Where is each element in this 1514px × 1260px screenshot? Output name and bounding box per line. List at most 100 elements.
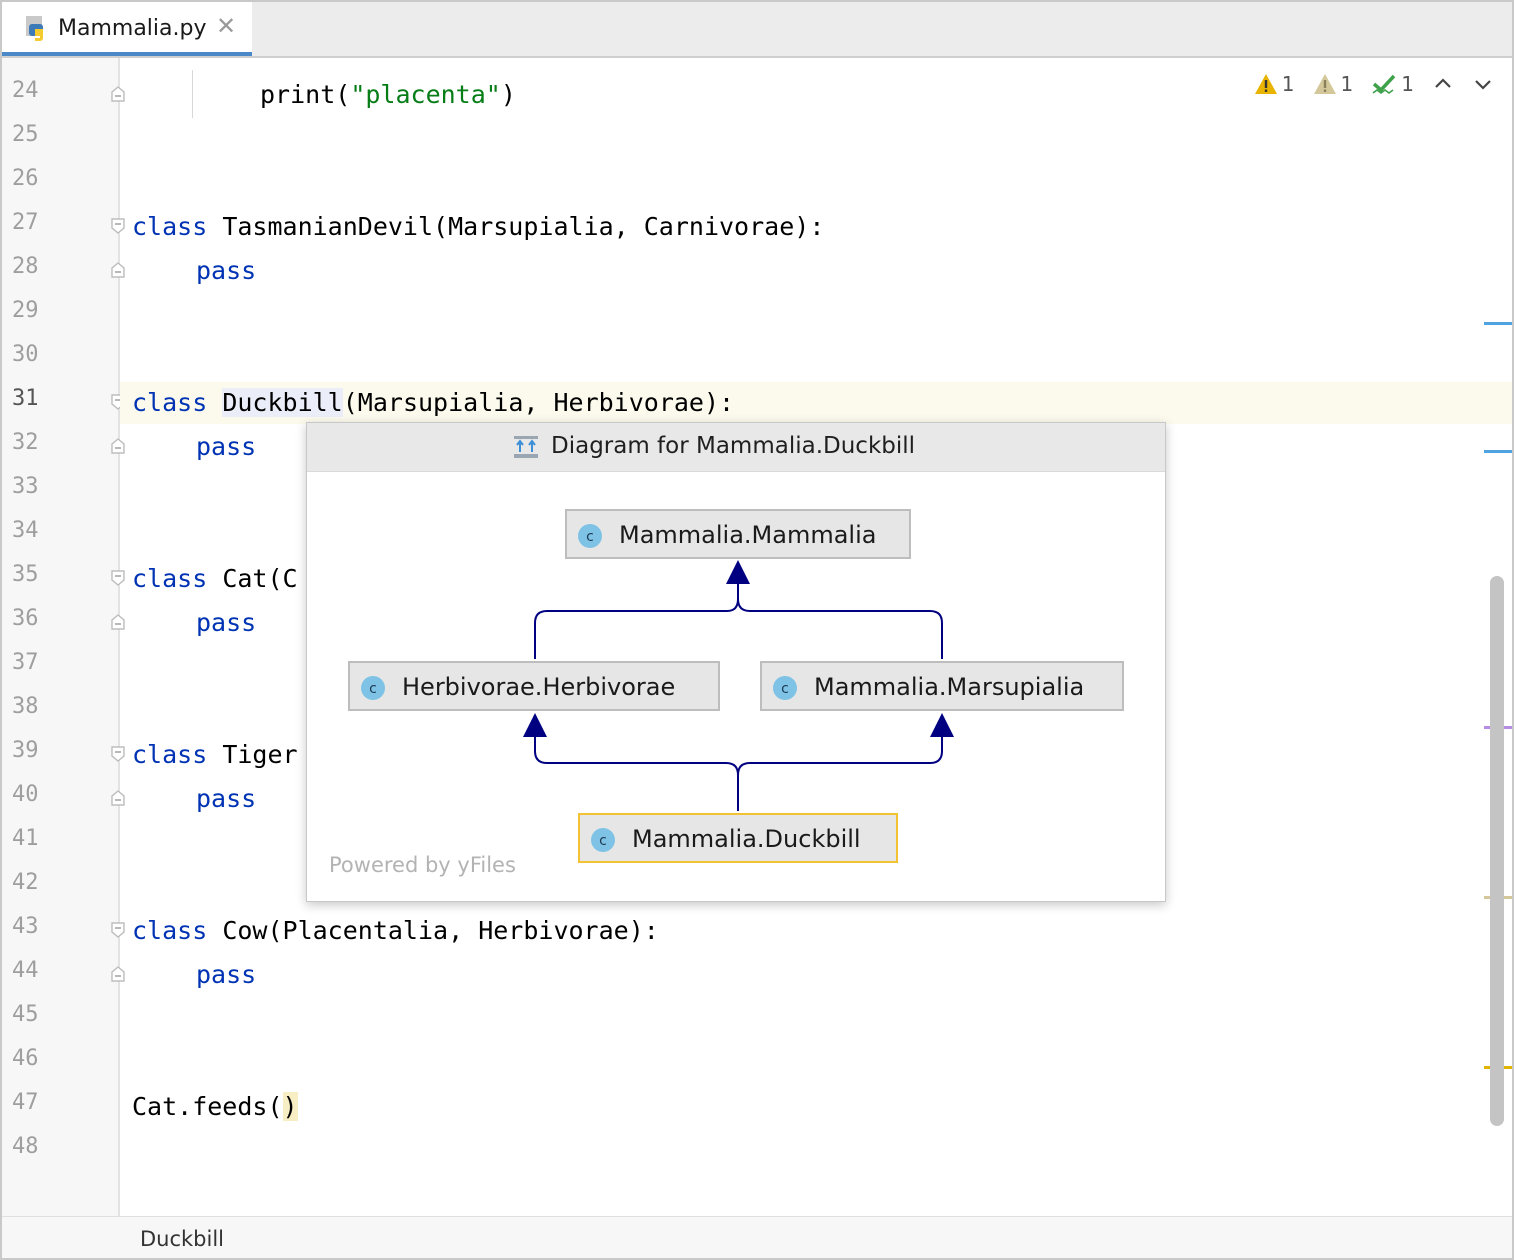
identifier-highlight: Duckbill xyxy=(222,388,342,417)
diagram-popup[interactable]: Diagram for Mammalia.Duckbill c Mammalia… xyxy=(306,422,1166,902)
code-line-28: pass xyxy=(196,256,256,286)
close-tab-icon[interactable]: ✕ xyxy=(216,12,236,40)
token: Cat(C xyxy=(207,564,297,593)
keyword-token: class xyxy=(132,916,207,945)
code-line-32: pass xyxy=(196,432,256,462)
error-count-value: 1 xyxy=(1282,72,1295,96)
keyword-token: class xyxy=(132,564,207,593)
line-number: 32 xyxy=(12,430,52,455)
line-number: 47 xyxy=(12,1090,52,1115)
code-line-47: Cat.feeds() xyxy=(132,1092,298,1122)
token: TasmanianDevil(Marsupialia, Carnivorae): xyxy=(207,212,824,241)
line-number: 34 xyxy=(12,518,52,543)
chevron-up-icon[interactable] xyxy=(1432,73,1454,95)
keyword-token: pass xyxy=(196,608,256,637)
line-number-gutter[interactable]: 24 25 26 27 28 29 30 31 32 33 34 35 36 3… xyxy=(2,58,120,1216)
node-label: Mammalia.Duckbill xyxy=(632,825,861,853)
tab-mammalia-py[interactable]: Mammalia.py ✕ xyxy=(2,2,252,56)
line-number: 25 xyxy=(12,122,52,147)
check-typo-icon xyxy=(1371,73,1397,95)
code-line-44: pass xyxy=(196,960,256,990)
class-icon-letter: c xyxy=(599,833,607,849)
token: ( xyxy=(335,80,350,109)
line-number: 29 xyxy=(12,298,52,323)
diagram-node-duckbill-selected[interactable]: c Mammalia.Duckbill xyxy=(578,813,898,863)
indent-guide xyxy=(192,70,193,118)
tab-bar: Mammalia.py ✕ xyxy=(2,2,1512,58)
code-line-24: print("placenta") xyxy=(260,80,516,110)
class-icon-letter: c xyxy=(781,681,789,697)
powered-by-label: Powered by yFiles xyxy=(329,853,516,877)
token: Cow(Placentalia, Herbivorae): xyxy=(207,916,659,945)
line-number: 35 xyxy=(12,562,52,587)
diagram-node-mammalia[interactable]: c Mammalia.Mammalia xyxy=(565,509,911,559)
line-number: 24 xyxy=(12,78,52,103)
typo-count[interactable]: 1 xyxy=(1371,72,1414,96)
inspection-widget[interactable]: 1 1 1 xyxy=(1254,72,1494,96)
string-token: "placenta" xyxy=(350,80,501,109)
error-count[interactable]: 1 xyxy=(1254,72,1295,96)
node-label: Herbivorae.Herbivorae xyxy=(402,673,675,701)
code-line-35: class Cat(C xyxy=(132,564,298,594)
scroll-marker-change[interactable] xyxy=(1484,450,1512,453)
keyword-token: class xyxy=(132,212,207,241)
code-line-39: class Tiger xyxy=(132,740,298,770)
token: ) xyxy=(501,80,516,109)
keyword-token: pass xyxy=(196,432,256,461)
line-number: 43 xyxy=(12,914,52,939)
class-icon-letter: c xyxy=(586,529,594,545)
line-number: 42 xyxy=(12,870,52,895)
code-line-27: class TasmanianDevil(Marsupialia, Carniv… xyxy=(132,212,824,242)
warning-count[interactable]: 1 xyxy=(1313,72,1354,96)
warning-count-value: 1 xyxy=(1341,72,1354,96)
diagram-node-marsupialia[interactable]: c Mammalia.Marsupialia xyxy=(760,661,1124,711)
class-icon: c xyxy=(590,827,616,853)
line-number: 44 xyxy=(12,958,52,983)
code-line-43: class Cow(Placentalia, Herbivorae): xyxy=(132,916,659,946)
python-file-icon xyxy=(22,14,50,42)
keyword-token: pass xyxy=(196,256,256,285)
edge-duckbill-to-herbivorae xyxy=(535,728,738,811)
keyword-token: pass xyxy=(196,960,256,989)
line-number: 46 xyxy=(12,1046,52,1071)
line-number: 45 xyxy=(12,1002,52,1027)
arrowhead-herbivorae xyxy=(523,713,547,737)
token: Cat.feeds( xyxy=(132,1092,283,1121)
weak-warning-icon xyxy=(1313,73,1337,95)
arrowhead-marsupialia xyxy=(930,713,954,737)
line-number: 28 xyxy=(12,254,52,279)
token: print xyxy=(260,80,335,109)
line-number: 30 xyxy=(12,342,52,367)
line-number: 37 xyxy=(12,650,52,675)
line-number: 33 xyxy=(12,474,52,499)
warning-triangle-icon xyxy=(1254,73,1278,95)
line-number: 41 xyxy=(12,826,52,851)
node-label: Mammalia.Marsupialia xyxy=(814,673,1084,701)
line-number: 36 xyxy=(12,606,52,631)
typo-count-value: 1 xyxy=(1401,72,1414,96)
chevron-down-icon[interactable] xyxy=(1472,73,1494,95)
code-line-40: pass xyxy=(196,784,256,814)
keyword-token: class xyxy=(132,740,207,769)
line-number: 26 xyxy=(12,166,52,191)
code-line-31: class Duckbill(Marsupialia, Herbivorae): xyxy=(132,388,734,418)
line-number: 39 xyxy=(12,738,52,763)
breadcrumb-item[interactable]: Duckbill xyxy=(140,1227,224,1251)
scroll-marker-change[interactable] xyxy=(1484,322,1512,325)
line-number: 27 xyxy=(12,210,52,235)
diagram-node-herbivorae[interactable]: c Herbivorae.Herbivorae xyxy=(348,661,720,711)
keyword-token: class xyxy=(132,388,207,417)
keyword-token: pass xyxy=(196,784,256,813)
tab-filename: Mammalia.py xyxy=(58,16,207,41)
line-number: 40 xyxy=(12,782,52,807)
class-icon-letter: c xyxy=(369,681,377,697)
paren-match-highlight: ) xyxy=(283,1092,298,1121)
code-line-36: pass xyxy=(196,608,256,638)
vertical-scrollbar[interactable] xyxy=(1490,576,1504,1126)
edge-herbivorae-to-mammalia xyxy=(535,573,738,659)
line-number: 38 xyxy=(12,694,52,719)
node-label: Mammalia.Mammalia xyxy=(619,521,876,549)
line-number-current: 31 xyxy=(12,386,52,411)
token: (Marsupialia, Herbivorae): xyxy=(343,388,734,417)
breadcrumb-bar: Duckbill xyxy=(2,1216,1512,1259)
